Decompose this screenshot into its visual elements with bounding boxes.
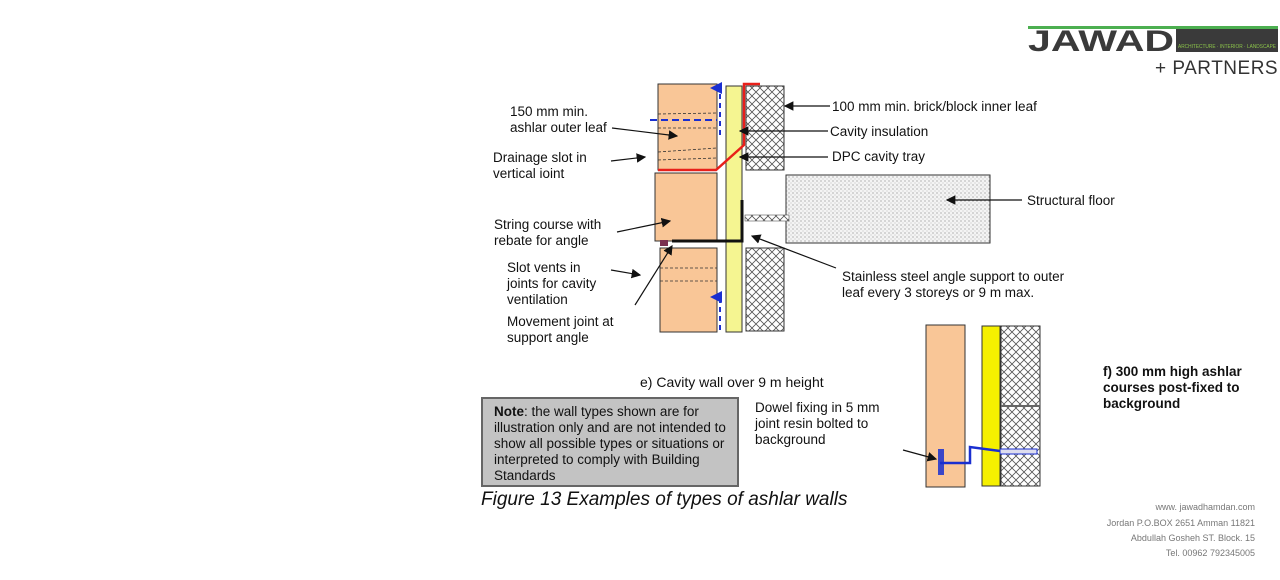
logo: JAWAD ARCHITECTURE · INTERIOR · LANDSCAP… (1028, 26, 1278, 52)
structural-floor (785, 174, 991, 244)
ashlar-block-bottom (659, 247, 718, 333)
label-dowel-fixing: Dowel fixing in 5 mm joint resin bolted … (755, 400, 880, 447)
note-box: Note: the wall types shown are for illus… (481, 397, 739, 487)
label-outer-leaf: 150 mm min. ashlar outer leaf (510, 104, 607, 135)
caption-f: f) 300 mm high ashlar courses post-fixed… (1103, 364, 1242, 411)
logo-tagline: ARCHITECTURE · INTERIOR · LANDSCAPE (1178, 44, 1277, 50)
figure-caption: Figure 13 Examples of types of ashlar wa… (481, 489, 848, 510)
caption-e-text: e) Cavity wall over 9 m height (640, 374, 824, 390)
ashlar-block-top (657, 83, 718, 171)
note-text: : the wall types shown are for illustrat… (494, 404, 726, 483)
note-label: Note (494, 404, 524, 419)
label-inner-leaf: 100 mm min. brick/block inner leaf (832, 99, 1037, 114)
floor-anchor (744, 214, 790, 222)
label-cavity-insulation: Cavity insulation (830, 124, 929, 139)
footer-address-2: Abdullah Gosheh ST. Block. 15 (1130, 533, 1255, 543)
label-steel-angle: Stainless steel angle support to outer l… (842, 269, 1065, 300)
dpc-cavity-tray (658, 82, 760, 172)
caption-e: e) Cavity wall over 9 m height (640, 374, 824, 390)
string-course (654, 172, 718, 242)
post-fixed-diagram (902, 324, 1041, 488)
cavity-insulation (725, 85, 743, 333)
steel-angle (672, 200, 744, 243)
logo-graphic: JAWAD ARCHITECTURE · INTERIOR · LANDSCAP… (1028, 26, 1278, 52)
inner-leaf-top (745, 85, 785, 171)
logo-partners: + PARTNERS (1155, 58, 1279, 79)
label-dpc-tray: DPC cavity tray (832, 149, 926, 164)
logo-word: JAWAD (1028, 26, 1174, 52)
cavity-wall-diagram (610, 82, 1022, 333)
label-string-course: String course with rebate for angle (494, 217, 602, 248)
label-structural-floor: Structural floor (1027, 193, 1115, 208)
insulation-f (981, 325, 1001, 487)
label-movement-joint: Movement joint at support angle (507, 314, 614, 345)
label-drainage-slot: Drainage slot in vertical ioint (493, 150, 587, 181)
inner-leaf-bottom (745, 247, 785, 332)
footer-website[interactable]: www. jawadhamdan.com (1155, 502, 1255, 512)
footer-address-1: Jordan P.O.BOX 2651 Amman 11821 (1106, 518, 1255, 528)
footer-phone: Tel. 00962 792345005 (1165, 548, 1255, 558)
dowel-fixing (940, 445, 1001, 465)
label-slot-vents: Slot vents in joints for cavity ventilat… (507, 260, 597, 307)
